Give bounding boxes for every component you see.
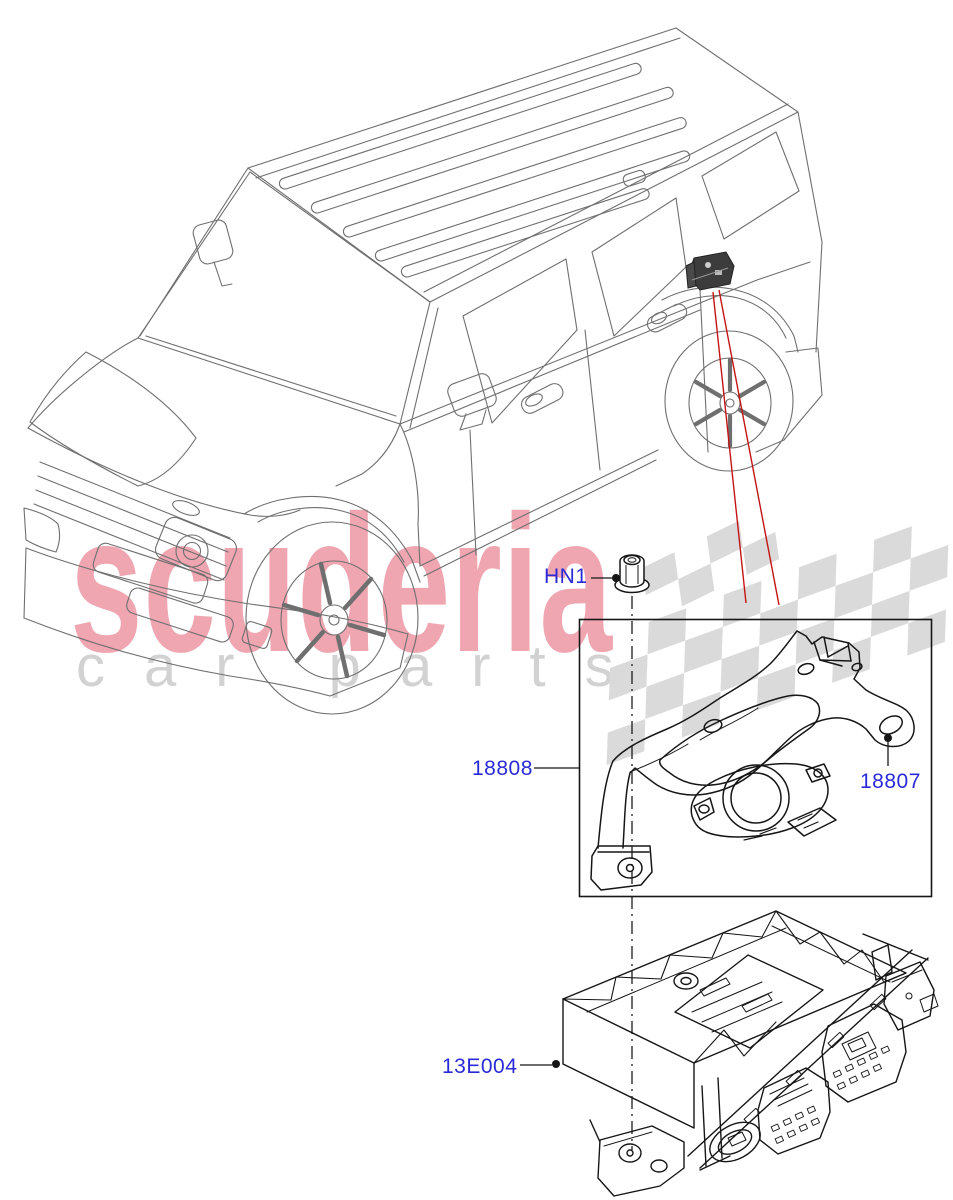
label-13e004-module[interactable]: 13E004 [442, 1055, 518, 1078]
rear-wheel [661, 286, 799, 472]
mounting-bracket-drawing [590, 630, 915, 891]
checkered-flag-watermark [606, 520, 949, 766]
roof-ribs [278, 62, 691, 278]
headlight-far [23, 507, 61, 553]
far-mirror-icon [192, 219, 234, 287]
flange-nut-drawing [614, 554, 650, 594]
door-handle-front [520, 383, 564, 414]
front-wheel [243, 495, 421, 715]
leader-lines [520, 574, 892, 1068]
red-locator-lines [712, 289, 780, 606]
front-bumper [23, 542, 409, 697]
mounted-sounder-part [685, 251, 735, 291]
window-front-door [462, 258, 578, 424]
label-hn1-nut[interactable]: HN1 [544, 565, 588, 588]
beltline [399, 261, 811, 425]
badge [172, 500, 200, 516]
control-module-drawing [562, 910, 939, 1197]
detail-inset-box [578, 618, 933, 898]
windshield [137, 171, 431, 425]
grille [33, 461, 231, 581]
hood-crease [29, 351, 197, 487]
near-mirror-icon [447, 373, 497, 431]
window-rear-door [591, 197, 687, 337]
label-18807-bolt[interactable]: 18807 [860, 770, 921, 793]
sounder-speaker-drawing [690, 762, 837, 841]
vehicle-illustration [23, 27, 823, 715]
door-handle-rear [646, 303, 688, 333]
window-quarter [701, 131, 800, 240]
headlight-near [154, 516, 238, 582]
rocker [419, 449, 659, 567]
roof-antenna [622, 169, 646, 187]
label-18808-bracket[interactable]: 18808 [472, 757, 533, 780]
